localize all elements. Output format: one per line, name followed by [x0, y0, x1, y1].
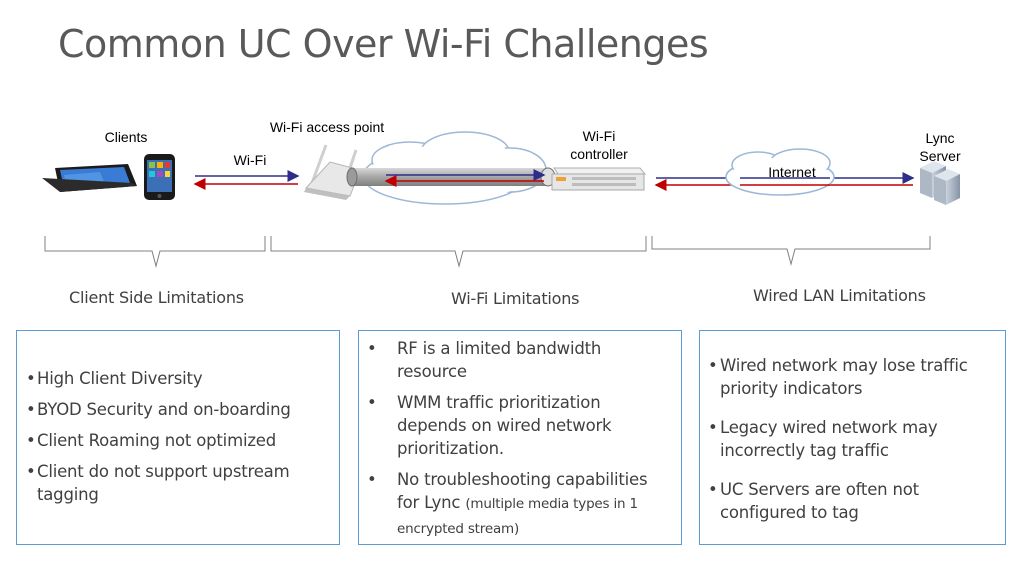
slide-title: Common UC Over Wi-Fi Challenges	[58, 22, 709, 66]
list-item: •No troubleshooting capabilities for Lyn…	[367, 470, 648, 537]
client-section-label: Client Side Limitations	[69, 288, 244, 307]
clients-label: Clients	[105, 129, 148, 145]
internet-label: Internet	[768, 164, 816, 180]
client-limitations-panel: •High Client Diversity •BYOD Security an…	[16, 330, 340, 545]
wifi-limitations-panel: •RF is a limited bandwidth resource •WMM…	[358, 330, 682, 545]
server-label: Server	[919, 148, 961, 164]
controller-icon	[551, 167, 647, 191]
wifi-section-label: Wi-Fi Limitations	[451, 289, 580, 308]
list-item: •High Client Diversity	[26, 369, 203, 388]
list-item: •Client do not support upstream tagging	[26, 462, 290, 504]
wifi-brace	[270, 236, 647, 268]
list-item-note: (multiple media types in 1 encrypted str…	[397, 496, 638, 537]
wifi-link-label: Wi-Fi	[234, 152, 267, 168]
cloud-icon	[725, 148, 835, 196]
access-point-label: Wi-Fi access point	[270, 119, 384, 135]
tablet-icon	[42, 164, 137, 192]
server-icon	[920, 161, 960, 205]
client-brace	[44, 236, 266, 268]
server-label: Lync	[925, 130, 954, 146]
wired-limitations-panel: •Wired network may lose traffic priority…	[699, 330, 1006, 545]
list-item: •Legacy wired network may incorrectly ta…	[708, 418, 938, 460]
list-item: •BYOD Security and on-boarding	[26, 400, 291, 419]
list-item: •Wired network may lose traffic priority…	[708, 356, 968, 398]
network-diagram: Clients Wi-Fi Wi-Fi access point LAN Wi-…	[42, 119, 961, 268]
wired-section-label: Wired LAN Limitations	[753, 286, 926, 305]
tunnel-icon	[346, 167, 556, 187]
list-item: •Client Roaming not optimized	[26, 431, 277, 450]
smartphone-icon	[144, 154, 175, 200]
wired-brace	[651, 236, 931, 266]
controller-label: controller	[570, 146, 628, 162]
list-item: •WMM traffic prioritization depends on w…	[367, 393, 612, 458]
list-item: •UC Servers are often not configured to …	[708, 480, 919, 522]
controller-label: Wi-Fi	[583, 128, 616, 144]
list-item: •RF is a limited bandwidth resource	[367, 339, 602, 381]
